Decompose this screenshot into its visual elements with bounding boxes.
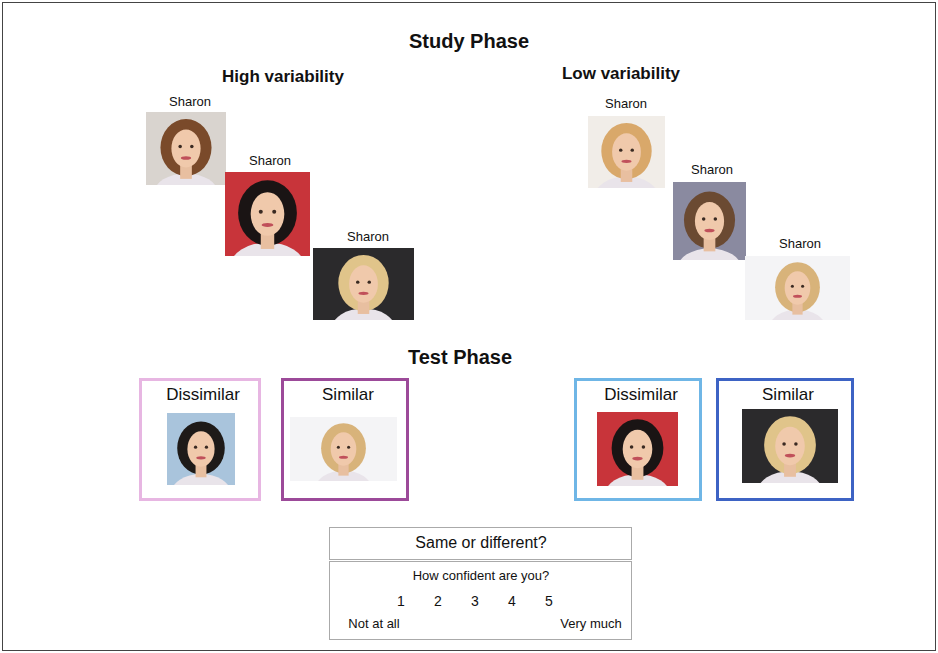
heading: Study Phase	[409, 30, 529, 53]
box-label: Same or different?	[415, 534, 546, 552]
face-photo	[167, 413, 235, 485]
scale-number: 1	[397, 593, 405, 609]
face-photo	[742, 409, 838, 483]
scale-number: 5	[545, 593, 553, 609]
face-photo	[673, 182, 746, 260]
face-photo	[313, 248, 414, 320]
face-photo	[146, 112, 226, 185]
box-label: Similar	[322, 385, 374, 405]
test-image-box: Dissimilar	[139, 378, 261, 501]
face-photo	[225, 172, 310, 256]
name-label: Sharon	[249, 154, 291, 169]
test-image-box: Similar	[281, 378, 409, 501]
name-label: Sharon	[605, 97, 647, 112]
scale-anchor: Very much	[560, 617, 621, 632]
group-heading: Low variability	[562, 64, 680, 84]
test-image-box: Similar	[716, 378, 854, 501]
scale-number: 2	[434, 593, 442, 609]
name-label: Sharon	[691, 163, 733, 178]
name-label: Sharon	[347, 230, 389, 245]
face-photo	[745, 256, 850, 320]
scale-number: 3	[471, 593, 479, 609]
box-label: Dissimilar	[166, 385, 240, 405]
group-heading: High variability	[222, 67, 344, 87]
box-label: Similar	[762, 385, 814, 405]
test-image-box: Dissimilar	[574, 378, 702, 501]
scale-anchor: Not at all	[348, 617, 399, 632]
face-photo	[290, 417, 397, 481]
response-box: How confident are you? 1 2 3 4 5Not at all Ver…	[329, 561, 632, 640]
scale-number: 4	[508, 593, 516, 609]
box-label: Dissimilar	[604, 385, 678, 405]
name-label: Sharon	[169, 95, 211, 110]
box-label: How confident are you?	[413, 569, 550, 584]
heading: Test Phase	[408, 346, 512, 369]
face-photo	[597, 412, 678, 486]
face-photo	[588, 116, 665, 188]
response-box: Same or different?	[329, 527, 632, 560]
name-label: Sharon	[779, 237, 821, 252]
